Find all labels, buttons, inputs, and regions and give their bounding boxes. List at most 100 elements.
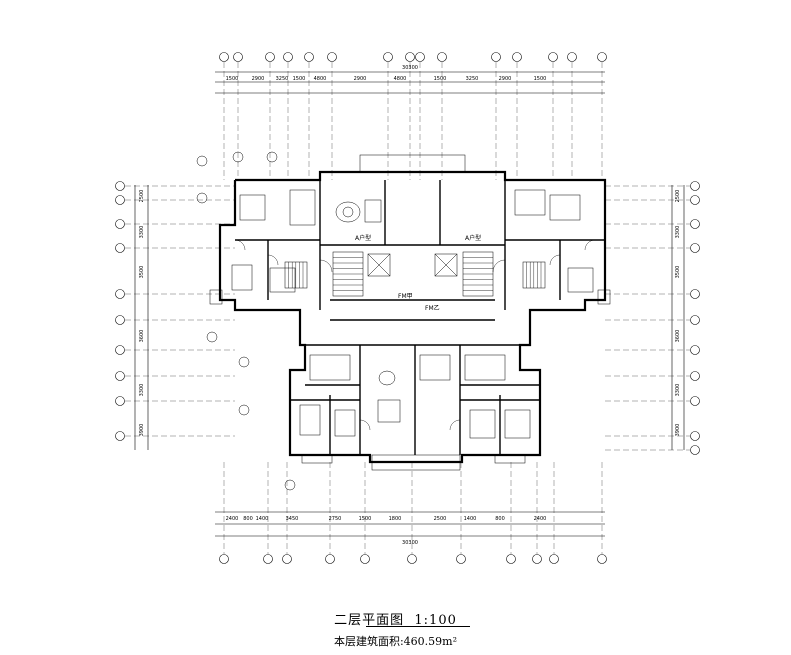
dim-bottom-text: 3450 (286, 516, 299, 522)
axis-bubble-bottom (263, 554, 273, 564)
axis-bubble-top (327, 52, 337, 62)
dim-left-text: 3500 (139, 266, 145, 279)
detail-callouts (196, 151, 296, 491)
dim-top-text: 2900 (354, 76, 367, 82)
dim-bottom-text: 1800 (389, 516, 402, 522)
axis-bubble-right (690, 219, 700, 229)
floor-area-label: 本层建筑面积:460.59m² (333, 635, 458, 648)
axis-bubble-top (437, 52, 447, 62)
right-axis-grid (605, 181, 700, 455)
title-underline (366, 626, 470, 627)
axis-bubble-left (115, 315, 125, 325)
axis-bubble-left (115, 243, 125, 253)
top-axis-grid (219, 52, 607, 180)
axis-bubble-bottom (282, 554, 292, 564)
axis-bubble-top (597, 52, 607, 62)
dim-bottom-text: 2750 (329, 516, 342, 522)
door-swings (234, 239, 596, 431)
axis-bubble-right (690, 371, 700, 381)
axis-bubble-bottom (407, 554, 417, 564)
axis-bubble-top (219, 52, 229, 62)
axis-bubble-left (115, 396, 125, 406)
axis-bubble-bottom (360, 554, 370, 564)
axis-bubble-bottom (549, 554, 559, 564)
axis-bubble-right (690, 195, 700, 205)
axis-bubble-bottom (532, 554, 542, 564)
axis-bubble-bottom (219, 554, 229, 564)
axis-bubble-top (512, 52, 522, 62)
dim-top-text: 4800 (394, 76, 407, 82)
axis-bubble-top (567, 52, 577, 62)
axis-bubble-left (115, 345, 125, 355)
axis-bubble-top (405, 52, 415, 62)
axis-bubble-right (690, 431, 700, 441)
axis-bubble-top (283, 52, 293, 62)
axis-bubble-bottom (506, 554, 516, 564)
axis-bubble-bottom (325, 554, 335, 564)
unit-label-left: A户型 (355, 234, 371, 242)
drawing-title: 二层平面图 1:100 (0, 609, 791, 628)
dim-top-text: 2900 (499, 76, 512, 82)
dim-top-text: 2900 (252, 76, 265, 82)
axis-bubble-right (690, 445, 700, 455)
dim-bottom-total: 30300 (402, 540, 418, 546)
dim-right-text: 3900 (675, 424, 681, 437)
dim-left-text: 3900 (139, 424, 145, 437)
dim-right-text: 3300 (675, 226, 681, 239)
drawing-scale: 1:100 (414, 613, 457, 628)
dim-right-text: 3300 (675, 384, 681, 397)
exterior-walls (218, 170, 607, 464)
left-axis-grid (115, 181, 235, 441)
room-tag-fire-door: FM甲 (398, 293, 413, 300)
dim-top-total: 30300 (402, 65, 418, 71)
axis-bubble-right (690, 396, 700, 406)
bottom-axis-grid (219, 462, 607, 564)
dim-top-text: 1500 (293, 76, 306, 82)
dim-top-text: 1500 (226, 76, 239, 82)
axis-bubble-bottom (456, 554, 466, 564)
axis-bubble-right (690, 243, 700, 253)
dim-bottom-text: 1400 (464, 516, 477, 522)
dim-right-text: 3600 (675, 330, 681, 343)
balconies (209, 154, 611, 471)
axis-bubble-right (690, 289, 700, 299)
dim-left-text: 3300 (139, 384, 145, 397)
dim-bottom-text: 1400 (256, 516, 269, 522)
dim-left-text: 2500 (139, 190, 145, 203)
stair-treads (288, 257, 542, 291)
axis-bubble-left (115, 289, 125, 299)
room-tag-fire-door-2: FM乙 (425, 305, 440, 312)
dim-top-text: 3250 (276, 76, 289, 82)
axis-bubble-top (548, 52, 558, 62)
dim-bottom-text: 2400 (226, 516, 239, 522)
dim-top-text: 3250 (466, 76, 479, 82)
axis-bubble-top (383, 52, 393, 62)
dim-bottom-text: 800 (243, 516, 253, 522)
unit-label-right: A户型 (465, 234, 481, 242)
dim-bottom-text: 2400 (534, 516, 547, 522)
axis-bubble-left (115, 371, 125, 381)
axis-bubble-bottom (597, 554, 607, 564)
dim-top-text: 1500 (434, 76, 447, 82)
axis-bubble-left (115, 431, 125, 441)
dim-bottom-text: 800 (495, 516, 505, 522)
axis-bubble-left (115, 219, 125, 229)
dim-top-text: 1500 (534, 76, 547, 82)
dim-right-text: 2500 (675, 190, 681, 203)
dim-top-text: 4800 (314, 76, 327, 82)
axis-bubble-left (115, 195, 125, 205)
interior-walls (235, 180, 605, 455)
dim-left-text: 3600 (139, 330, 145, 343)
drawing-title-text: 二层平面图 (334, 613, 405, 628)
axis-bubble-right (690, 345, 700, 355)
axis-bubble-top (265, 52, 275, 62)
axis-bubble-top (304, 52, 314, 62)
axis-bubble-top (491, 52, 501, 62)
axis-bubble-right (690, 181, 700, 191)
axis-bubble-top (233, 52, 243, 62)
dim-right-text: 3500 (675, 266, 681, 279)
dim-bottom-text: 1500 (359, 516, 372, 522)
dim-left-text: 3300 (139, 226, 145, 239)
furniture (231, 189, 594, 439)
